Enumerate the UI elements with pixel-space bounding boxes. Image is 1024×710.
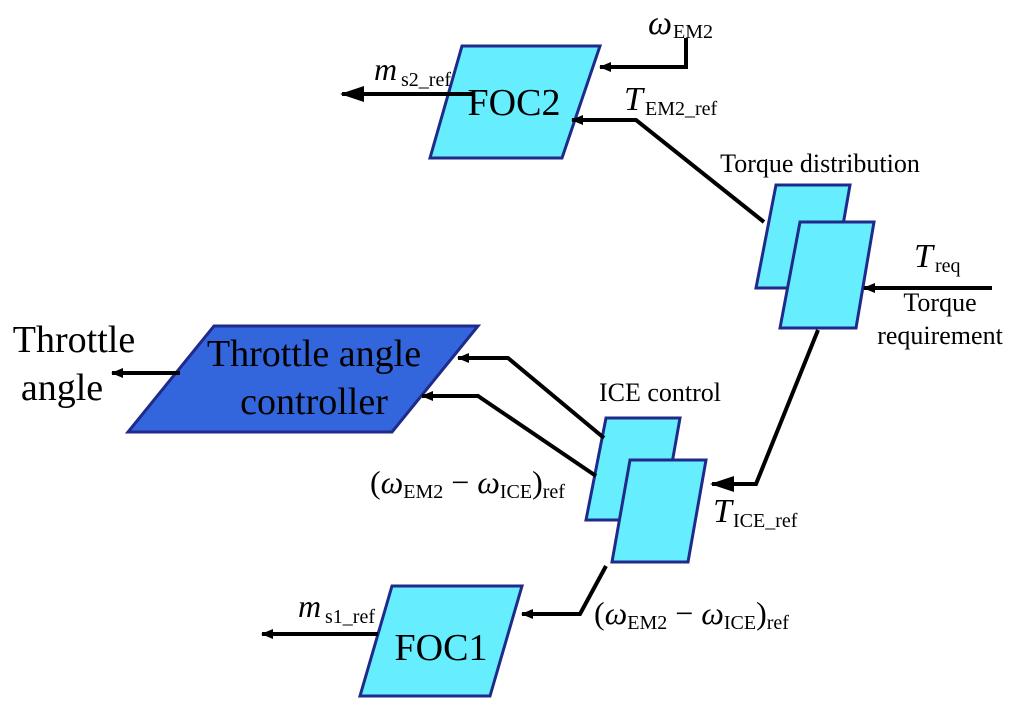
torque-distribution-label: Torque distribution [720, 149, 920, 178]
omega-diff-bottom-label: (ωEM2 − ωICE)ref [594, 595, 789, 634]
ms1-ref-subscript: s1_ref [325, 606, 375, 628]
ice-to-throttle-wire-upper [457, 353, 606, 440]
ice-control-label: ICE control [599, 378, 721, 407]
t-ice-ref-subscript: ICE_ref [733, 510, 798, 532]
foc1-label: FOC1 [395, 627, 488, 669]
omega-em2-symbol: ω [648, 5, 672, 42]
ice-control-block-front [610, 458, 708, 564]
omega-em2-subscript: EM2 [673, 21, 713, 43]
throttle-controller-line1: Throttle angle [207, 333, 421, 375]
throttle-controller-line2: controller [240, 381, 388, 423]
t-req-symbol: T [914, 238, 935, 275]
throttle-angle-line2: angle [21, 367, 103, 409]
ms2-ref-subscript: s2_ref [401, 69, 451, 91]
foc2-label: FOC2 [468, 82, 561, 124]
omega-diff-left-label: (ωEM2 − ωICE)ref [370, 464, 565, 503]
ice-to-throttle-wire-lower [421, 391, 598, 478]
t-em2-ref-subscript: EM2_ref [645, 98, 718, 120]
torque-requirement-line1: Torque [903, 288, 976, 317]
ice-to-foc1-wire [521, 565, 608, 619]
t-ice-ref-wire [710, 329, 820, 492]
throttle-angle-line1: Throttle [13, 319, 135, 361]
throttle-angle-controller-block [124, 324, 482, 434]
t-em2-ref-symbol: T [624, 81, 645, 118]
t-req-subscript: req [935, 255, 961, 277]
omega-em2-wire [599, 38, 688, 72]
ms2-ref-symbol: m [374, 51, 397, 87]
torque-requirement-line2: requirement [877, 321, 1003, 350]
foc1-block [358, 584, 524, 698]
foc2-block [428, 44, 603, 160]
torque-distribution-block-front [778, 220, 876, 330]
ms1-ref-symbol: m [298, 588, 321, 624]
t-ice-ref-symbol: T [713, 493, 734, 530]
t-em2-ref-wire [571, 115, 766, 224]
